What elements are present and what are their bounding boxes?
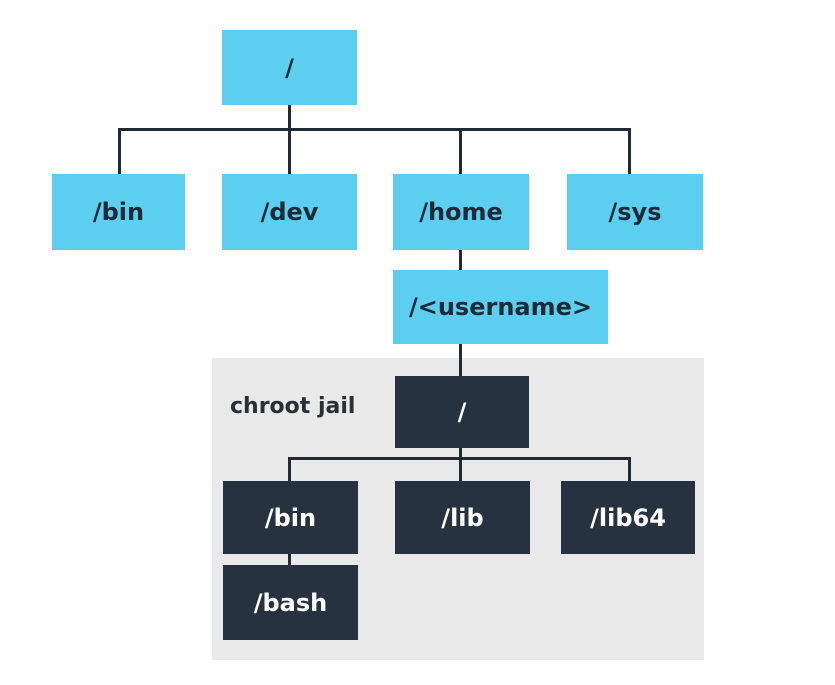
connector	[118, 128, 121, 174]
connector	[459, 248, 462, 270]
connector	[288, 105, 291, 130]
connector	[628, 457, 631, 481]
jail-root-node: /	[395, 376, 529, 448]
host-home-node: /home	[393, 174, 529, 250]
jail-bash-node: /bash	[223, 565, 358, 640]
jail-lib64-node: /lib64	[561, 481, 695, 554]
connector	[118, 128, 631, 131]
connector	[628, 128, 631, 174]
host-bin-node: /bin	[52, 174, 185, 250]
jail-bin-node: /bin	[223, 481, 358, 554]
username-node: /<username>	[393, 270, 608, 344]
host-sys-node: /sys	[567, 174, 703, 250]
connector	[288, 553, 291, 565]
chroot-jail-label: chroot jail	[230, 394, 356, 419]
host-root-node: /	[222, 30, 357, 105]
connector	[288, 457, 291, 481]
connector	[459, 457, 462, 481]
connector	[459, 128, 462, 174]
host-dev-node: /dev	[222, 174, 357, 250]
jail-lib-node: /lib	[395, 481, 530, 554]
connector	[459, 448, 462, 460]
connector	[288, 128, 291, 174]
connector	[459, 343, 462, 376]
